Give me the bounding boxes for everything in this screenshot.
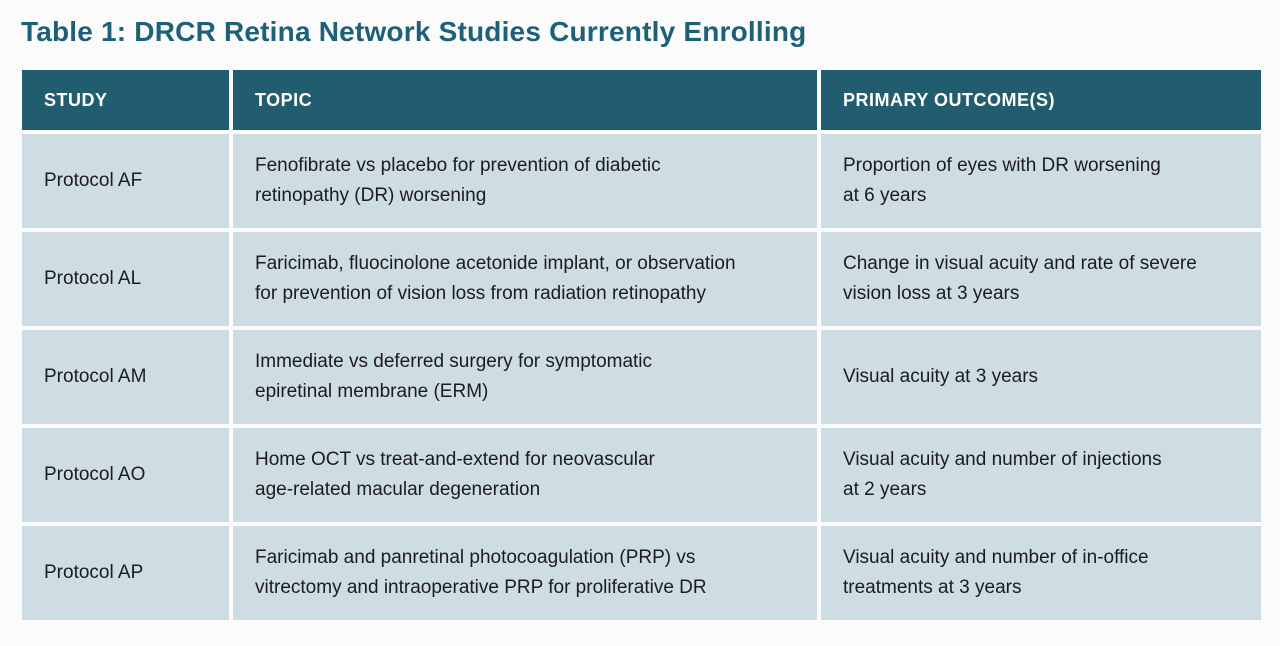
enrolling-studies-table: STUDY TOPIC PRIMARY OUTCOME(S) Protocol …	[22, 70, 1261, 620]
study-cell: Protocol AL	[22, 232, 229, 326]
header-topic: TOPIC	[233, 70, 817, 130]
study-cell: Protocol AM	[22, 330, 229, 424]
outcome-cell: Visual acuity and number of injections a…	[821, 428, 1261, 522]
topic-line: age-related macular degeneration	[255, 479, 541, 500]
study-cell: Protocol AP	[22, 526, 229, 620]
topic-line: Home OCT vs treat-and-extend for neovasc…	[255, 449, 655, 470]
topic-cell: Immediate vs deferred surgery for sympto…	[233, 330, 817, 424]
outcome-line: treatments at 3 years	[843, 577, 1022, 598]
topic-line: Faricimab and panretinal photocoagulatio…	[255, 547, 696, 568]
study-label: Protocol AO	[44, 464, 146, 485]
outcome-line: Change in visual acuity and rate of seve…	[843, 253, 1197, 274]
table-row: Protocol AO Home OCT vs treat-and-extend…	[22, 428, 1261, 522]
topic-line: vitrectomy and intraoperative PRP for pr…	[255, 577, 707, 598]
outcome-line: Visual acuity and number of in-office	[843, 547, 1149, 568]
study-label: Protocol AM	[44, 366, 147, 387]
topic-line: for prevention of vision loss from radia…	[255, 283, 706, 304]
table-row: Protocol AL Faricimab, fluocinolone acet…	[22, 232, 1261, 326]
study-label: Protocol AL	[44, 268, 142, 289]
outcome-line: Proportion of eyes with DR worsening	[843, 155, 1161, 176]
topic-line: Immediate vs deferred surgery for sympto…	[255, 351, 653, 372]
header-study: STUDY	[22, 70, 229, 130]
outcome-cell: Visual acuity and number of in-office tr…	[821, 526, 1261, 620]
outcome-line: at 2 years	[843, 479, 927, 500]
topic-cell: Fenofibrate vs placebo for prevention of…	[233, 134, 817, 228]
table-row: Protocol AM Immediate vs deferred surger…	[22, 330, 1261, 424]
topic-cell: Faricimab and panretinal photocoagulatio…	[233, 526, 817, 620]
outcome-line: Visual acuity and number of injections	[843, 449, 1162, 470]
topic-line: Fenofibrate vs placebo for prevention of…	[255, 155, 661, 176]
table-row: Protocol AF Fenofibrate vs placebo for p…	[22, 134, 1261, 228]
outcome-line: at 6 years	[843, 185, 927, 206]
study-label: Protocol AF	[44, 170, 143, 191]
study-cell: Protocol AO	[22, 428, 229, 522]
table-header-row: STUDY TOPIC PRIMARY OUTCOME(S)	[22, 70, 1261, 130]
topic-line: retinopathy (DR) worsening	[255, 185, 487, 206]
table-row: Protocol AP Faricimab and panretinal pho…	[22, 526, 1261, 620]
outcome-cell: Visual acuity at 3 years	[821, 330, 1261, 424]
study-cell: Protocol AF	[22, 134, 229, 228]
topic-line: Faricimab, fluocinolone acetonide implan…	[255, 253, 736, 274]
outcome-cell: Change in visual acuity and rate of seve…	[821, 232, 1261, 326]
topic-cell: Faricimab, fluocinolone acetonide implan…	[233, 232, 817, 326]
table-title: Table 1: DRCR Retina Network Studies Cur…	[21, 16, 807, 47]
topic-line: epiretinal membrane (ERM)	[255, 381, 489, 402]
outcome-line: vision loss at 3 years	[843, 283, 1020, 304]
outcome-line: Visual acuity at 3 years	[843, 366, 1039, 387]
topic-cell: Home OCT vs treat-and-extend for neovasc…	[233, 428, 817, 522]
study-label: Protocol AP	[44, 562, 144, 583]
outcome-cell: Proportion of eyes with DR worsening at …	[821, 134, 1261, 228]
header-primary-outcomes: PRIMARY OUTCOME(S)	[821, 70, 1261, 130]
